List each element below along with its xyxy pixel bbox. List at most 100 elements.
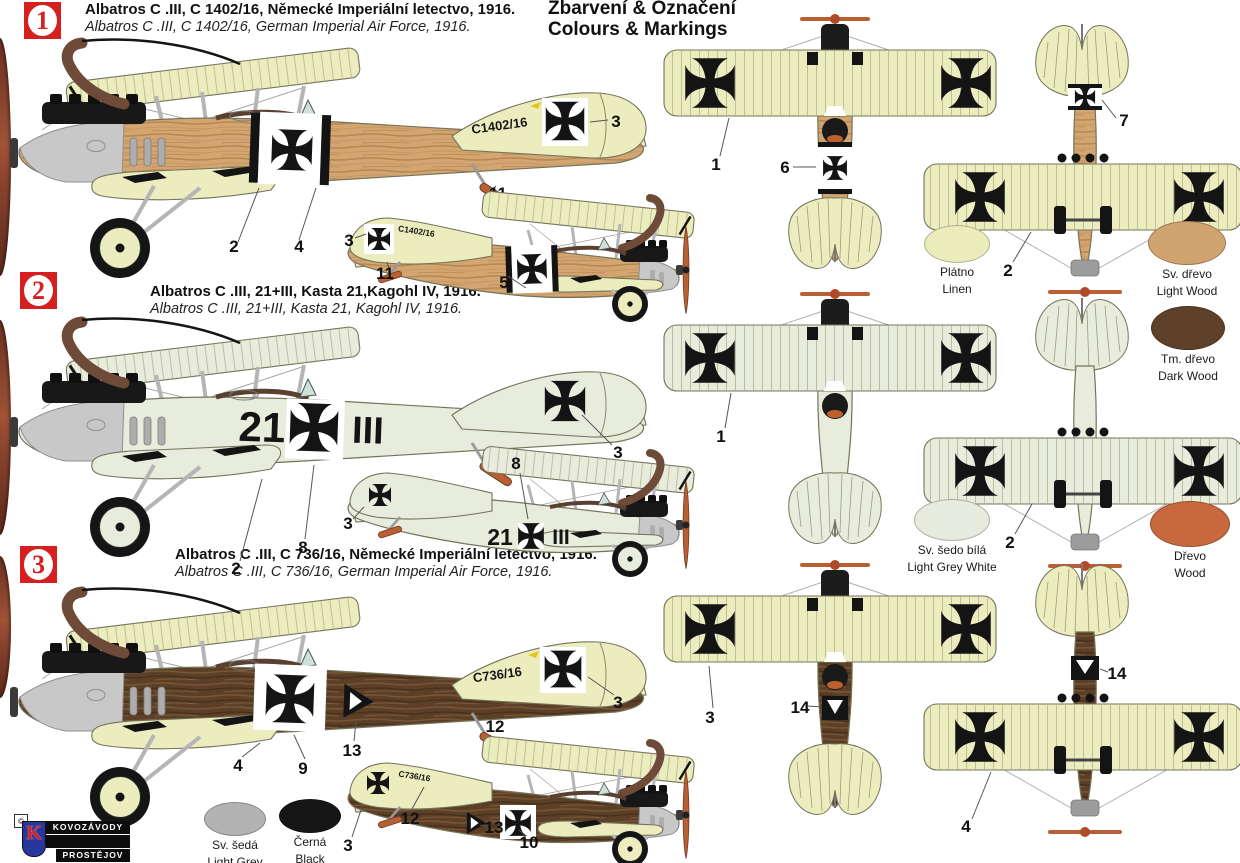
callout-number: 13 [343, 741, 362, 760]
swatch-wood: Dřevo Wood [1125, 501, 1240, 580]
callout-number: 4 [294, 237, 304, 256]
callout-number: 9 [298, 759, 307, 778]
scheme-3-side-profile: C736/16 4 9 13 12 3 [4, 585, 668, 850]
callout-number: 12 [401, 809, 420, 828]
swatch-label-en: Light Grey White [907, 559, 997, 574]
swatch-label-cs: Sv. dřevo [1162, 267, 1212, 281]
swatch-label-cs: Dřevo [1173, 549, 1206, 563]
callout-number: 3 [344, 231, 353, 250]
swatch-label-en: Linen [942, 281, 972, 296]
scheme-1-badge: 1 [24, 2, 61, 39]
scheme-2-top-view: 1 [650, 285, 1010, 545]
swatch-linen: Plátno Linen [892, 225, 1022, 296]
swatch-light-grey-blob [204, 802, 266, 836]
callout-number: 13 [485, 818, 504, 837]
logo-line-2: PROSTĚJOV [62, 850, 124, 861]
scheme-3-side-profile-small: C736/16 3 12 13 10 [343, 735, 710, 863]
fuselage-marking [252, 663, 375, 733]
scheme-3-title-en: Albatros C .III, C 736/16, German Imperi… [175, 564, 553, 580]
callout-number: 10 [520, 833, 539, 852]
fuselage-band [818, 142, 852, 194]
scheme-2-bottom-view: 2 [890, 282, 1240, 582]
swatch-label-en: Light Grey [207, 854, 263, 863]
swatch-label-en: Wood [1174, 565, 1206, 580]
callout-number: 2 [1005, 533, 1014, 552]
swatch-black-blob [279, 799, 341, 833]
callout-number: 2 [231, 559, 240, 578]
scheme-1-title-en: Albatros C .III, C 1402/16, German Imper… [85, 19, 471, 35]
callout-number: 8 [298, 538, 307, 557]
tail-marking: C736/16 [472, 647, 586, 693]
scheme-2-title-en: Albatros C .III, 21+III, Kasta 21, Kagoh… [150, 301, 463, 317]
scheme-3-top-view: 14 3 [650, 556, 1010, 816]
swatch-light-grey-white-blob [914, 499, 990, 541]
fuselage-marking: 21 III [487, 523, 570, 550]
edge-propeller-blade [0, 320, 11, 535]
edge-propeller-blade [0, 556, 11, 698]
tactical-suffix: III [351, 410, 384, 453]
fuselage-band [248, 111, 332, 186]
callout-number: 4 [961, 817, 971, 836]
callouts: 1 6 [711, 117, 816, 177]
kp-logo: © K KOVOZÁVODY PROSTĚJOV [14, 814, 130, 862]
swatch-wood-blob [1150, 501, 1230, 547]
scheme-1-bottom-view: 7 2 [890, 8, 1240, 308]
swatch-black: Černá Black [245, 799, 375, 863]
callout-number: 3 [613, 693, 622, 712]
fuselage-arrow [1071, 656, 1099, 680]
page-title-en: Colours & Markings [548, 19, 728, 40]
swatch-light-grey: Sv. šedá Light Grey [170, 802, 300, 863]
scheme-2-side-profile-small: 21 III 8 3 [343, 445, 710, 575]
fuselage-arrow [822, 696, 848, 720]
swatch-linen-blob [924, 225, 990, 263]
fuselage-band [1068, 84, 1102, 110]
callout-number: 7 [1119, 111, 1128, 130]
scheme-2-badge: 2 [20, 272, 57, 309]
tactical-number: 21 [238, 403, 286, 452]
serial-number: C736/16 [472, 664, 523, 686]
callout-number: 1 [711, 155, 720, 174]
logo-bar-3: PROSTĚJOV [56, 849, 130, 862]
scheme-2-number: 2 [32, 275, 45, 305]
callouts: 3 12 13 10 [343, 786, 539, 855]
callout-number: 3 [613, 443, 622, 462]
callout-number: 3 [343, 514, 352, 533]
swatch-label-en: Dark Wood [1158, 368, 1218, 383]
scheme-3-number: 3 [32, 549, 45, 579]
callout-number: 1 [716, 427, 725, 446]
swatch-light-wood: Sv. dřevo Light Wood [1122, 221, 1240, 298]
callouts: 3 11 5 [344, 231, 527, 292]
callout-number: 3 [705, 708, 714, 727]
swatch-dark-wood-blob [1151, 306, 1225, 350]
scheme-3-title-cs: Albatros C .III, C 736/16, Německé Imper… [175, 546, 597, 563]
logo-bar-1: KOVOZÁVODY [46, 821, 130, 834]
logo-bar-2 [46, 835, 130, 848]
kp-shield-icon: K [22, 821, 46, 857]
page-title: Zbarvení & Označení Colours & Markings [548, 0, 736, 40]
callout-number: 2 [1003, 261, 1012, 280]
edge-propeller-blade [0, 38, 11, 276]
fuselage-band [505, 244, 559, 294]
callouts: 14 4 [961, 664, 1127, 836]
callout-number: 3 [343, 836, 352, 855]
swatch-label-cs: Černá [293, 835, 327, 849]
swatch-dark-wood: Tm. dřevo Dark Wood [1123, 306, 1240, 383]
swatch-label-en: Light Wood [1156, 283, 1218, 298]
callout-number: 2 [229, 237, 238, 256]
tactical-number: 21 [487, 524, 513, 550]
swatch-label-cs: Sv. šedo bílá [917, 543, 987, 557]
callout-number: 3 [611, 112, 620, 131]
swatch-light-wood-blob [1148, 221, 1226, 265]
scheme-2-title-cs: Albatros C .III, 21+III, Kasta 21,Kagohl… [150, 283, 481, 300]
callout-number: 4 [233, 756, 243, 775]
scheme-1-side-profile: C1402/16 2 4 11 3 [4, 36, 668, 301]
swatch-label-cs: Plátno [939, 265, 975, 279]
scheme-3-badge: 3 [20, 546, 57, 583]
scheme-1-side-profile-small: C1402/16 3 11 5 [340, 190, 710, 320]
logo-line-1: KOVOZÁVODY [52, 822, 124, 833]
page-title-cs: Zbarvení & Označení [548, 0, 736, 19]
scheme-2-side-profile: 21 III 2 8 3 [4, 315, 668, 578]
tactical-suffix: III [552, 526, 570, 549]
callout-number: 14 [791, 698, 810, 717]
